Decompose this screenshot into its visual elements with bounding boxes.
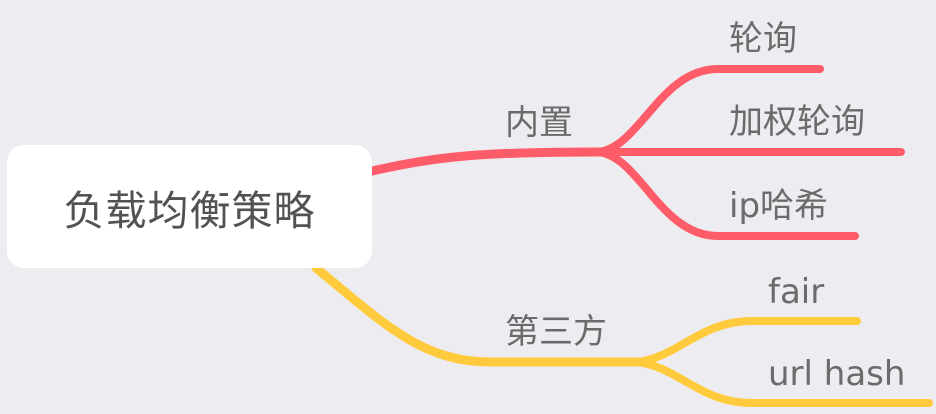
- topic-round-robin-label: 轮询: [729, 19, 797, 59]
- topic-builtin[interactable]: 内置: [505, 106, 573, 140]
- topic-ip-hash-label: ip哈希: [729, 186, 829, 226]
- topic-third-party-label: 第三方: [505, 312, 607, 352]
- link-root-builtin: [367, 147, 605, 176]
- topic-weighted-round-robin[interactable]: 加权轮询: [729, 105, 865, 139]
- topic-fair[interactable]: fair: [768, 275, 824, 309]
- topic-url-hash[interactable]: url hash: [768, 357, 905, 391]
- link-builtin-ip-hash: [594, 148, 859, 240]
- topic-weighted-round-robin-label: 加权轮询: [729, 102, 865, 142]
- topic-fair-label: fair: [768, 272, 825, 312]
- topic-builtin-label: 内置: [505, 103, 573, 143]
- topic-url-hash-label: url hash: [768, 354, 906, 394]
- topic-ip-hash[interactable]: ip哈希: [729, 189, 828, 223]
- link-builtin-round-robin: [594, 65, 824, 156]
- link-root-thirdparty: [311, 263, 645, 367]
- link-thirdparty-fair: [634, 317, 861, 366]
- topic-round-robin[interactable]: 轮询: [729, 22, 797, 56]
- topic-third-party[interactable]: 第三方: [505, 315, 607, 349]
- root-label: 负载均衡策略: [63, 186, 316, 235]
- link-thirdparty-url-hash: [634, 358, 933, 407]
- root-node[interactable]: 负载均衡策略: [7, 145, 372, 268]
